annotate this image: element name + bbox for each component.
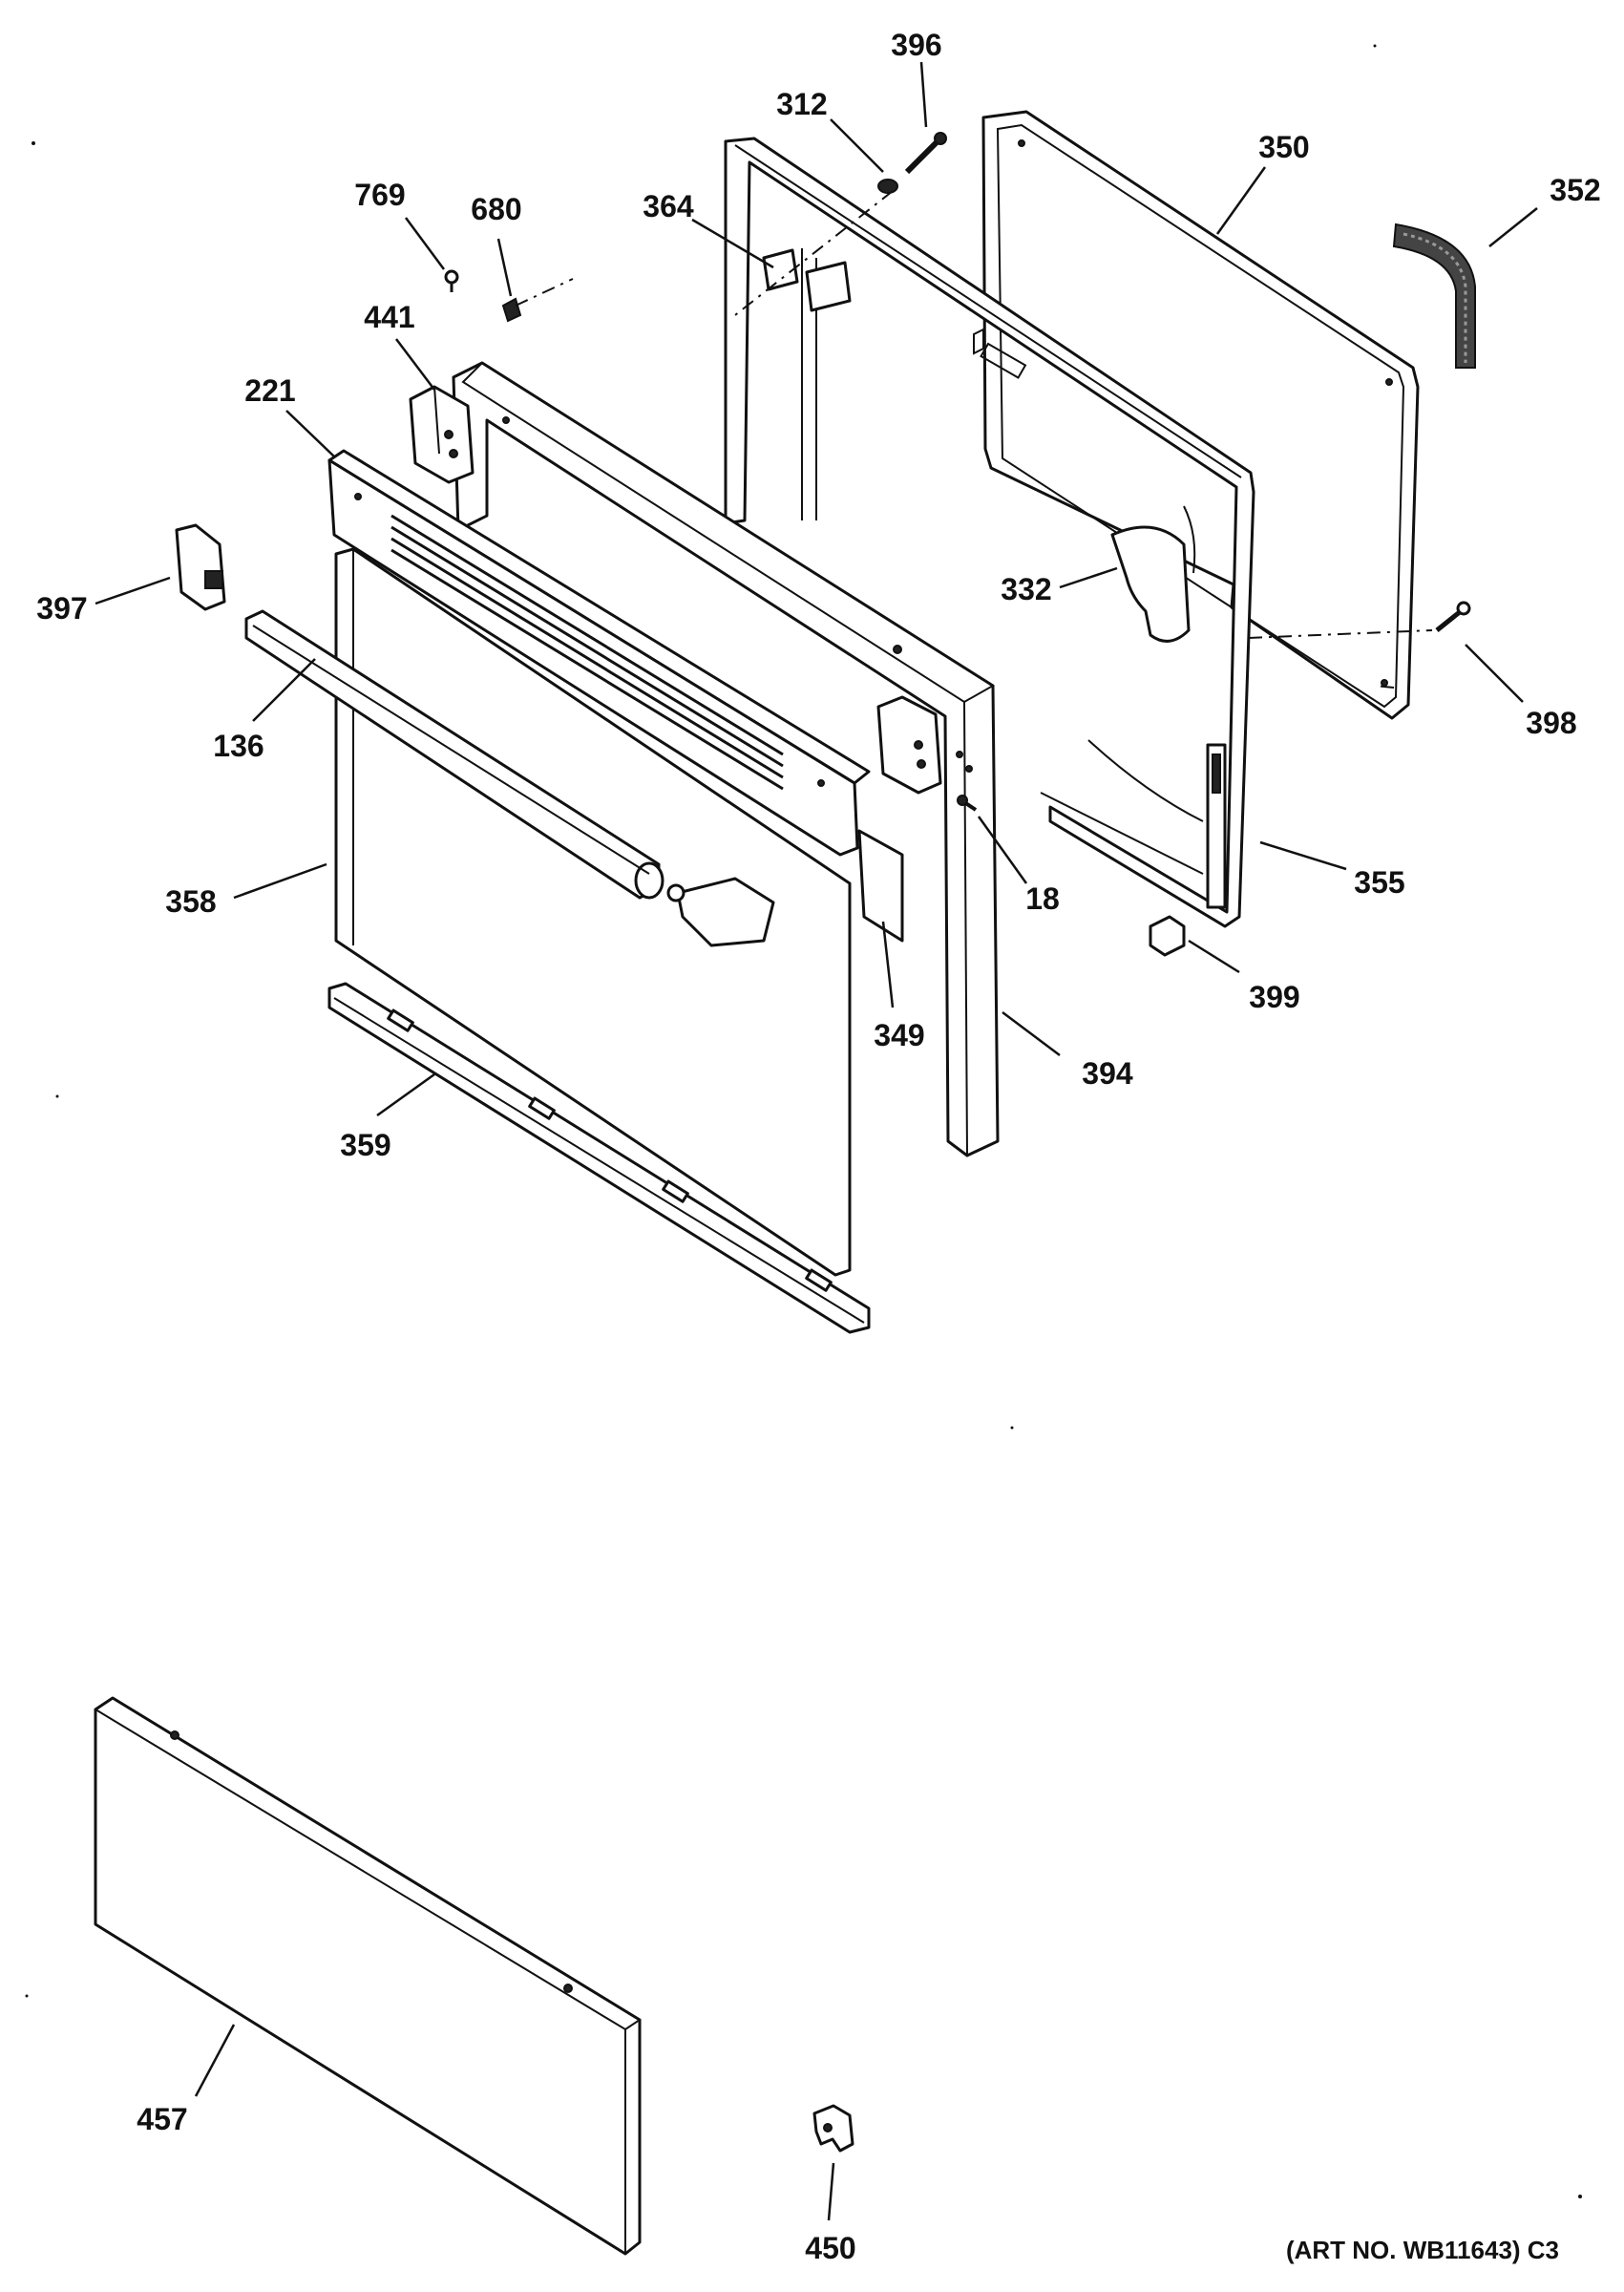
callout-355: 355 <box>1354 865 1404 900</box>
part-457-drawer-panel <box>94 1696 642 2256</box>
callout-358: 358 <box>165 884 216 919</box>
callout-221: 221 <box>244 373 295 408</box>
callout-769: 769 <box>354 178 405 212</box>
callout-352: 352 <box>1550 173 1600 207</box>
callout-364: 364 <box>643 189 694 223</box>
part-handle-endcap <box>666 877 775 947</box>
stray-marks <box>25 44 1582 2198</box>
part-399-bumper <box>1149 915 1186 957</box>
part-450-clip <box>812 2104 854 2153</box>
part-355-door-liner <box>724 137 1255 928</box>
leader-lines <box>95 61 1538 2221</box>
part-394-door-frame <box>452 361 1000 1157</box>
callout-359: 359 <box>340 1128 390 1162</box>
part-364-bracket <box>762 248 852 312</box>
callout-397: 397 <box>36 591 87 626</box>
part-359-bottom-trim <box>327 982 871 1334</box>
part-349-strip <box>857 829 904 943</box>
part-312-washer <box>877 179 898 194</box>
part-680-clip <box>501 297 522 323</box>
part-136-handle <box>244 609 664 900</box>
part-352-gasket <box>1392 223 1476 369</box>
callout-349: 349 <box>874 1018 924 1052</box>
callout-450: 450 <box>805 2231 855 2265</box>
callout-332: 332 <box>1001 572 1051 606</box>
callout-680: 680 <box>471 192 521 226</box>
callout-396: 396 <box>891 28 941 62</box>
art-number: (ART NO. WB11643) C3 <box>1286 2236 1559 2264</box>
part-397-endcap <box>175 523 226 611</box>
part-396-screw <box>904 132 947 175</box>
callout-350: 350 <box>1258 130 1309 164</box>
part-hinge-bracket-right <box>876 695 942 795</box>
part-350-inner-door-panel <box>981 110 1420 720</box>
part-18-screw <box>957 795 978 812</box>
part-221-vent-trim <box>327 449 871 857</box>
callout-136: 136 <box>213 729 264 763</box>
assembly-lines <box>515 190 1433 689</box>
callout-457: 457 <box>137 2102 187 2136</box>
callout-312: 312 <box>776 87 827 121</box>
callout-441: 441 <box>364 300 414 334</box>
callout-399: 399 <box>1249 980 1299 1014</box>
part-332-insulation <box>1110 525 1191 643</box>
callout-394: 394 <box>1082 1056 1133 1091</box>
part-358-outer-panel <box>334 547 852 1277</box>
callout-398: 398 <box>1526 706 1576 740</box>
part-769-screw <box>444 269 459 292</box>
callout-labels: 396 312 350 352 769 680 364 441 221 397 … <box>36 28 1600 2265</box>
callout-18: 18 <box>1025 881 1060 916</box>
part-398-screw <box>1435 601 1471 632</box>
part-441-hinge-bracket <box>409 385 475 484</box>
